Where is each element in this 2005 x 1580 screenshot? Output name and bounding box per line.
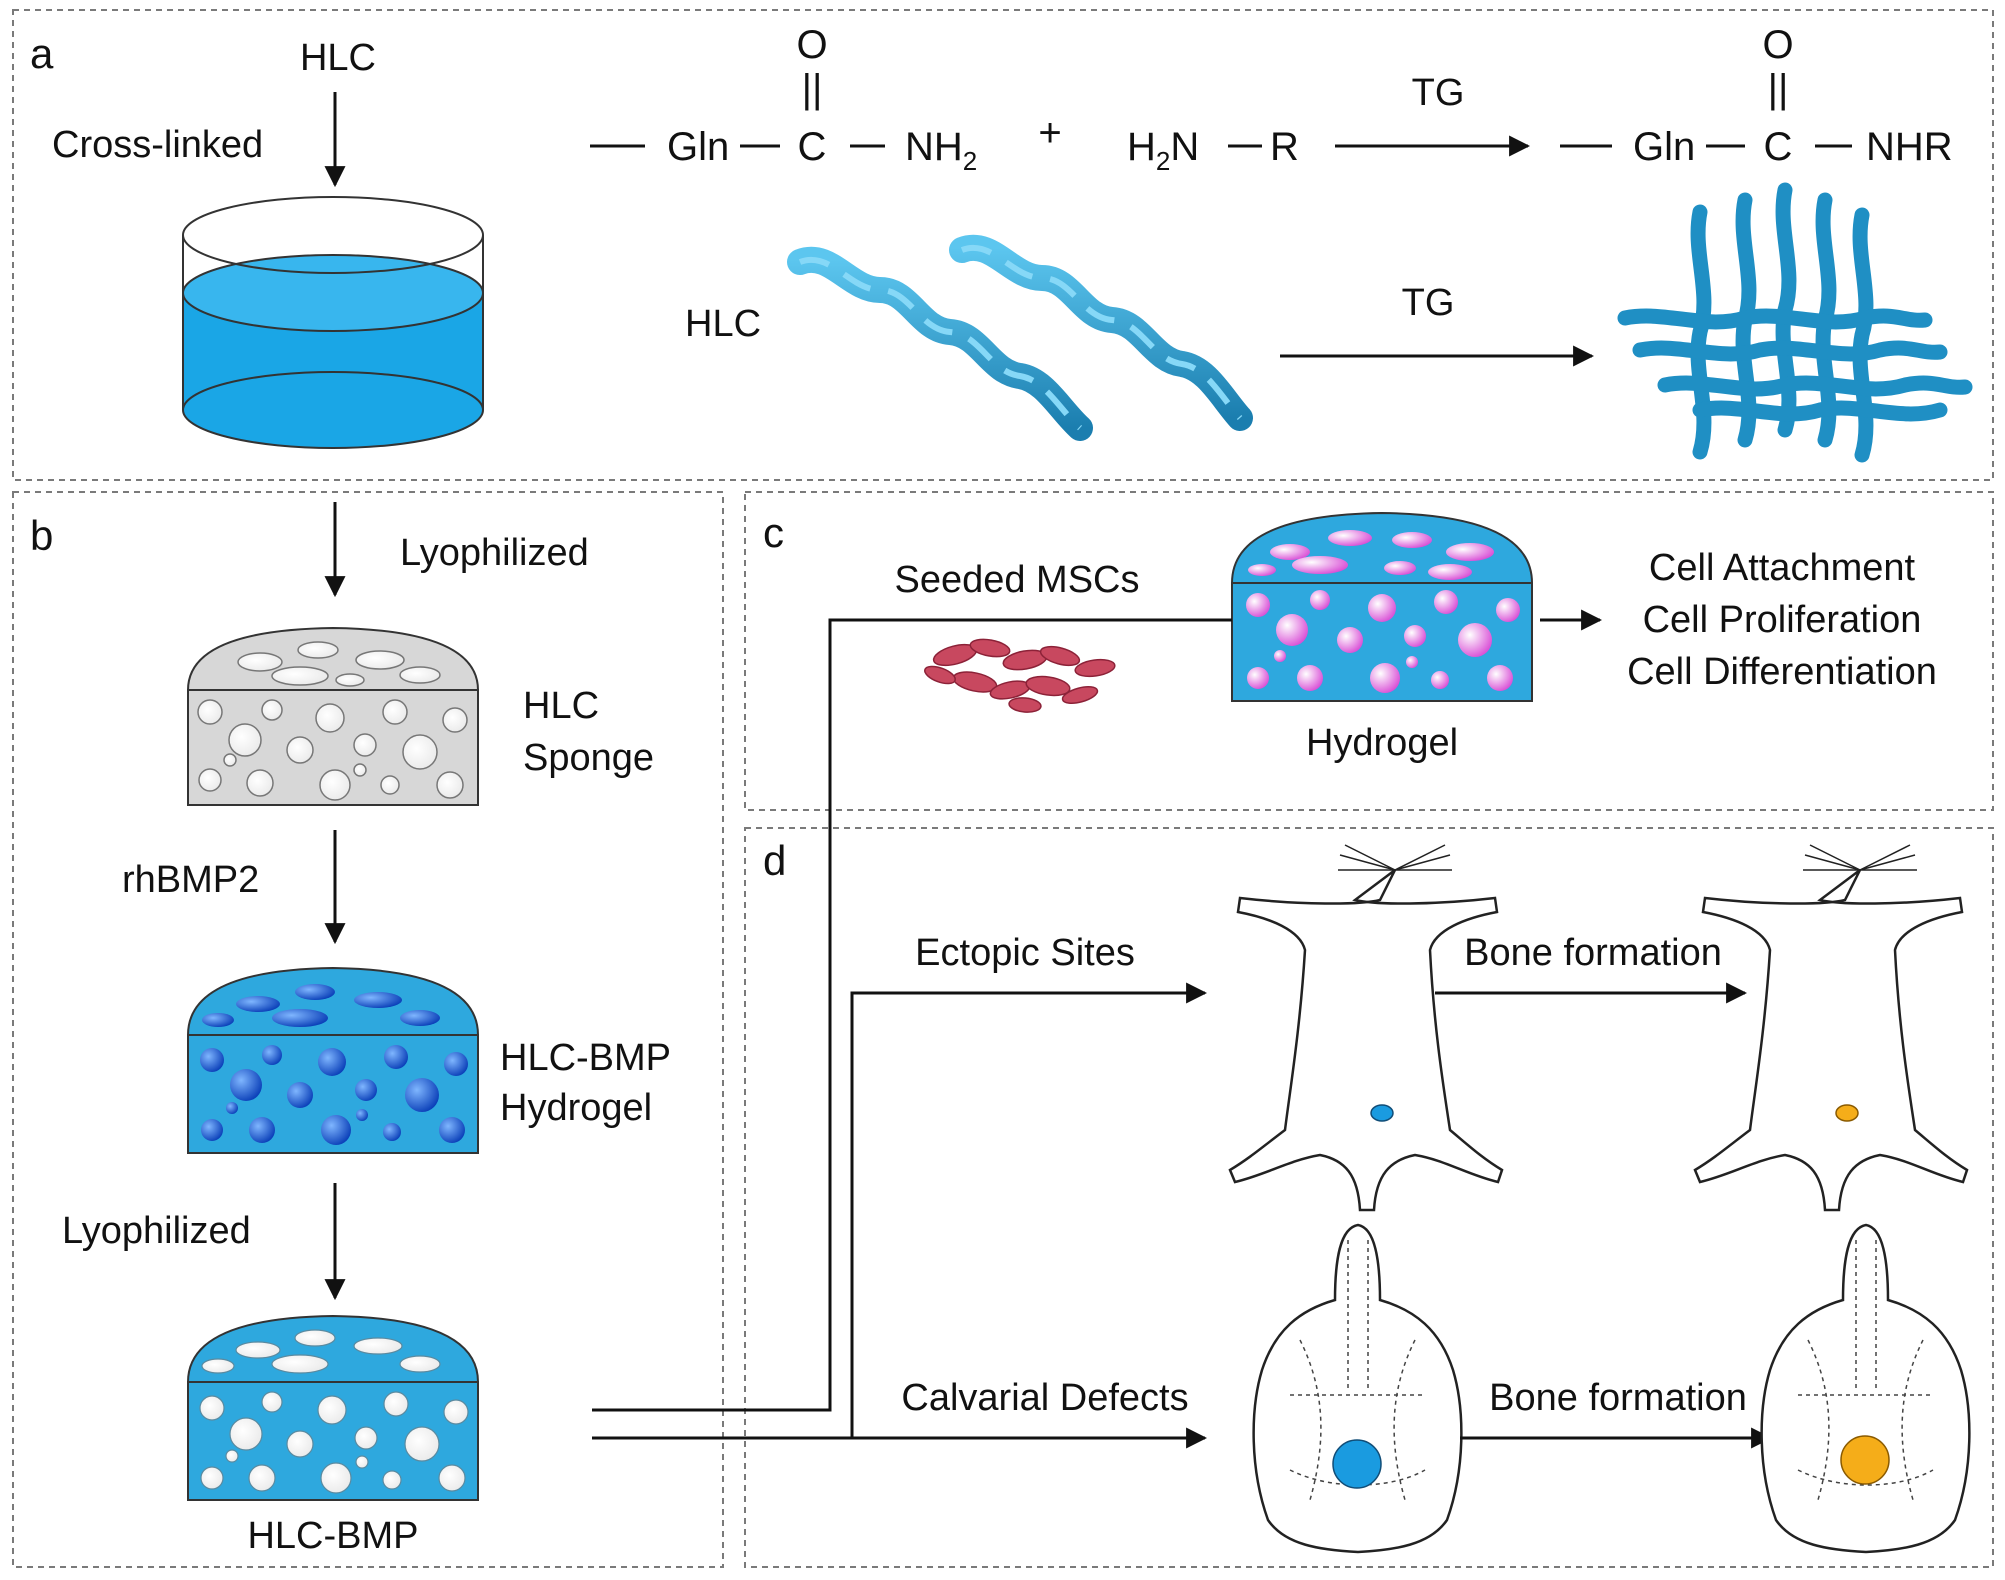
carbonyl-o-right: O: [1762, 23, 1793, 67]
rat-ectopic-after: [1693, 844, 1969, 1212]
crosslinked-network: [1617, 182, 1973, 463]
gln-left: Gln: [667, 125, 729, 169]
ectopic-sites-label: Ectopic Sites: [915, 932, 1135, 974]
collagen-fiber-2: [949, 234, 1253, 431]
beaker: [182, 196, 484, 449]
panel-c-border: [744, 491, 1994, 811]
hydrogel-with-cells: [1230, 511, 1534, 702]
tg-label-fiber: TG: [1402, 282, 1455, 324]
hydrogel-label-2: Hydrogel: [500, 1087, 652, 1129]
ectopic-implant-blue: [1370, 1104, 1394, 1122]
gln-right: Gln: [1633, 125, 1695, 169]
panel-b-letter: b: [30, 512, 53, 559]
double-bond-right: ||: [1768, 67, 1789, 111]
hlc-bmp-scaffold: [186, 1314, 480, 1501]
cell-attachment-label: Cell Attachment: [1649, 547, 1916, 589]
panel-a-border: [12, 9, 1994, 481]
double-bond-left: ||: [802, 67, 823, 111]
msc-cells: [924, 638, 1116, 713]
calvarial-defects-label: Calvarial Defects: [901, 1377, 1188, 1419]
product-nhr: NHR: [1866, 125, 1953, 169]
panel-b-border: [12, 491, 724, 1568]
panel-d-border: [744, 827, 1994, 1568]
cell-differentiation-label: Cell Differentiation: [1627, 651, 1937, 693]
r-group: R: [1270, 125, 1299, 169]
final-scaffold-label: HLC-BMP: [247, 1515, 418, 1557]
lyophilized-label-1: Lyophilized: [400, 532, 589, 574]
panel-c-letter: c: [763, 509, 784, 556]
reaction-equation: O || Gln C NH2 + H2N R TG O || Gln C NHR: [590, 23, 1953, 176]
lyophilized-label-2: Lyophilized: [62, 1210, 251, 1252]
hlc-fiber-label: HLC: [685, 303, 761, 345]
hlc-top-label: HLC: [300, 37, 376, 79]
collagen-fiber-1: [787, 246, 1093, 441]
amine-h2n: H2N: [1127, 125, 1199, 176]
carbon-right: C: [1764, 125, 1793, 169]
calvarial-implant-blue: [1332, 1439, 1382, 1489]
cell-proliferation-label: Cell Proliferation: [1643, 599, 1922, 641]
sponge-label-2: Sponge: [523, 737, 654, 779]
cross-linked-label: Cross-linked: [52, 124, 263, 166]
panel-a-letter: a: [30, 30, 54, 77]
connector-lines: [592, 618, 1232, 1449]
carbonyl-o-left: O: [796, 23, 827, 67]
amide-nh2: NH2: [905, 125, 977, 176]
hydrogel-label-c: Hydrogel: [1306, 722, 1458, 764]
bone-formation-label-2: Bone formation: [1489, 1377, 1747, 1419]
rhbmp2-label: rhBMP2: [122, 859, 259, 901]
carbon-left: C: [798, 125, 827, 169]
sponge-label-1: HLC: [523, 685, 599, 727]
calvarial-bone-orange: [1840, 1435, 1890, 1485]
rat-ectopic-before: [1228, 844, 1504, 1212]
skull-calvarial-before: [1252, 1223, 1463, 1554]
panel-d-letter: d: [763, 837, 786, 884]
tg-label-top: TG: [1412, 72, 1465, 114]
seeded-mscs-label: Seeded MSCs: [894, 559, 1139, 601]
skull-calvarial-after: [1760, 1223, 1971, 1554]
hlc-bmp-hydrogel: [186, 966, 480, 1154]
hlc-sponge: [186, 626, 480, 806]
ectopic-bone-orange: [1835, 1104, 1859, 1122]
plus-sign: +: [1038, 111, 1061, 155]
bone-formation-label-1: Bone formation: [1464, 932, 1722, 974]
hydrogel-label-1: HLC-BMP: [500, 1037, 671, 1079]
